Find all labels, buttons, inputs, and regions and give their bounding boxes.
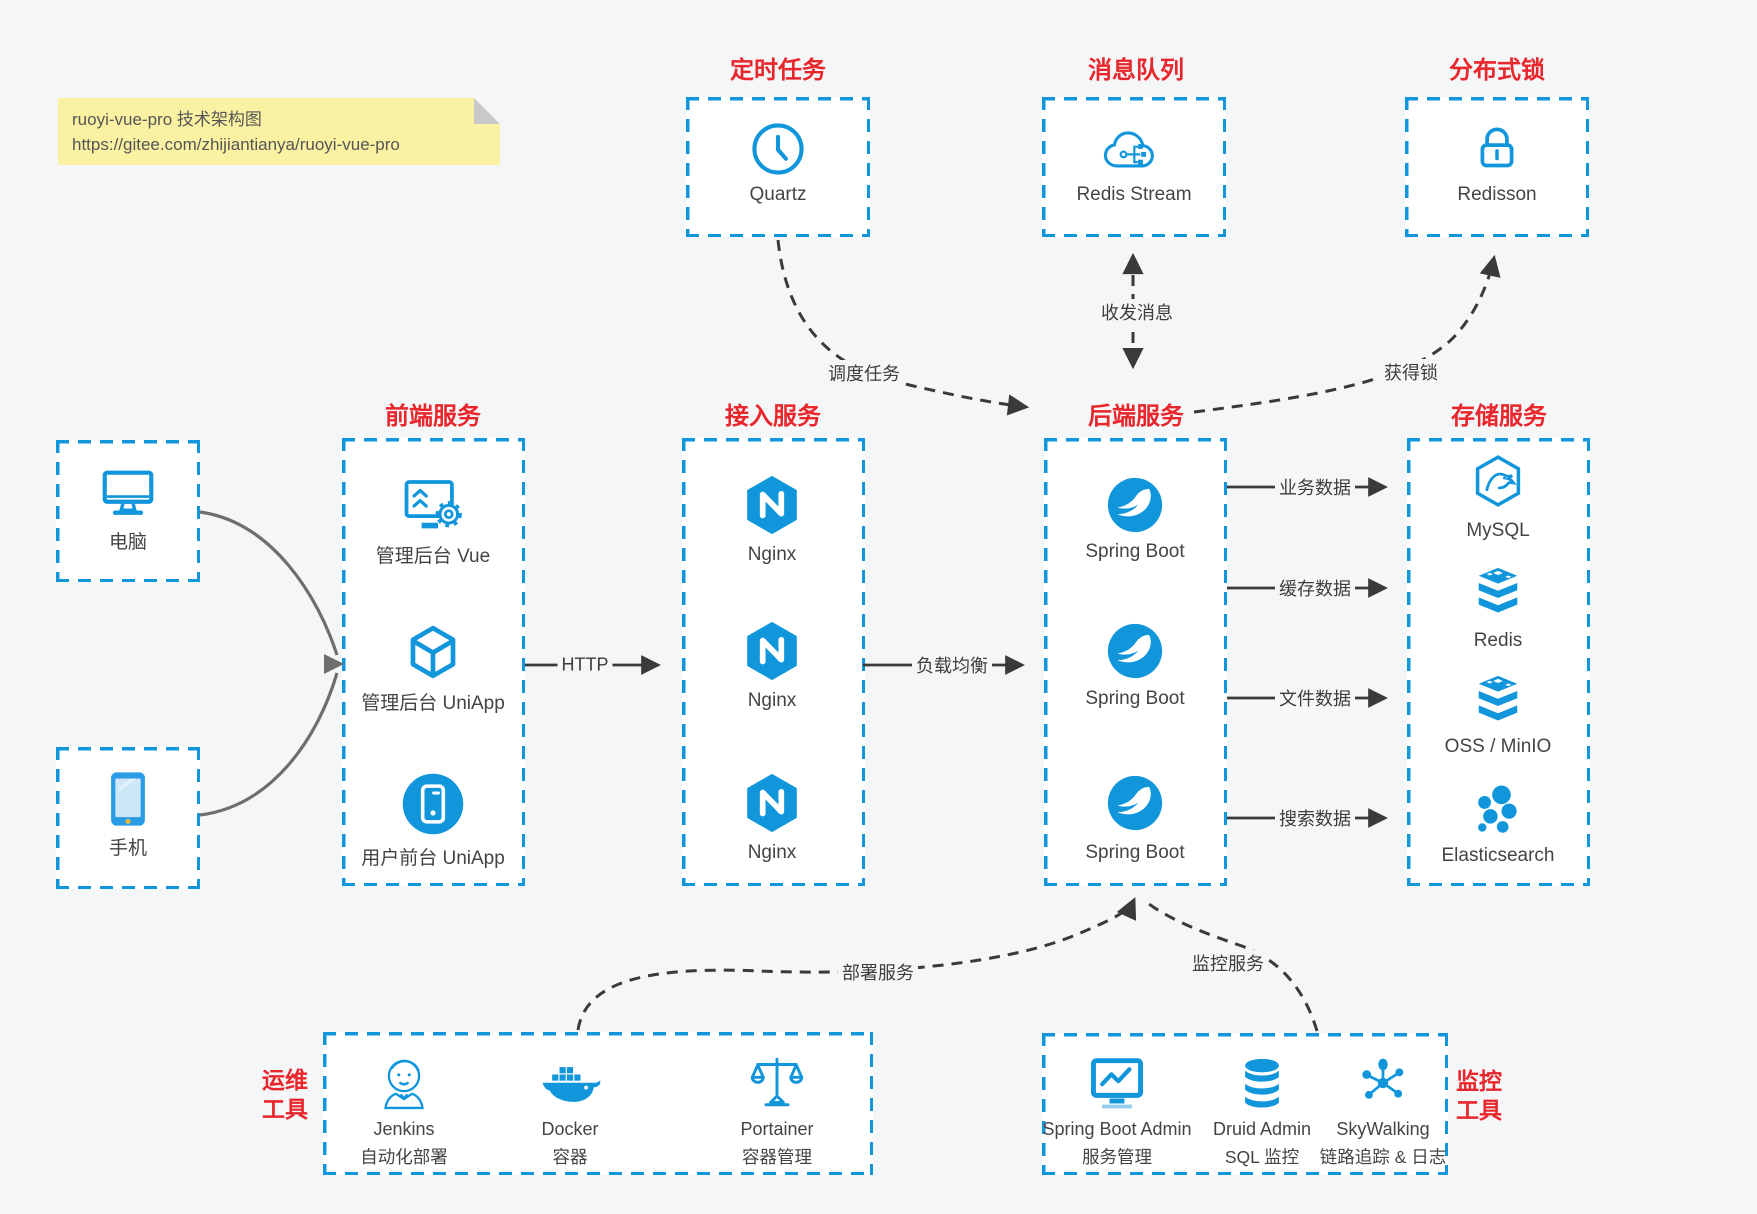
docker-label: Docker bbox=[541, 1119, 599, 1139]
spring-boot-admin-icon bbox=[1086, 1055, 1148, 1112]
mysql-label: MySQL bbox=[1466, 520, 1530, 541]
title-devops: 运维 工具 bbox=[262, 1066, 308, 1124]
edge-label-business-data: 业务数据 bbox=[1275, 474, 1355, 500]
docker-whale-icon bbox=[539, 1059, 601, 1109]
edge-clients-arrowhead bbox=[324, 654, 344, 674]
jenkins-desc: 自动化部署 bbox=[360, 1147, 448, 1167]
nginx-label: Nginx bbox=[747, 842, 797, 863]
skywalking-graph-icon bbox=[1356, 1056, 1410, 1110]
quartz-clock-icon bbox=[749, 120, 807, 178]
druid-database-icon bbox=[1237, 1056, 1287, 1110]
nginx-label: Nginx bbox=[747, 544, 797, 565]
uniapp-cube-icon bbox=[402, 621, 464, 683]
portainer-scales-icon bbox=[749, 1054, 805, 1110]
title-gateway: 接入服务 bbox=[725, 403, 821, 430]
spring-boot-icon bbox=[1104, 474, 1166, 536]
pc-client-box bbox=[56, 440, 200, 582]
sticky-note: ruoyi-vue-pro 技术架构图 https://gitee.com/zh… bbox=[58, 98, 500, 165]
title-devops-line1: 运维 bbox=[262, 1067, 308, 1093]
title-devops-line2: 工具 bbox=[262, 1096, 308, 1122]
scheduled-job-box bbox=[686, 97, 870, 237]
redisson-label: Redisson bbox=[1457, 184, 1537, 205]
skywalking-label: SkyWalking bbox=[1336, 1119, 1430, 1139]
edge-label-monitor-service: 监控服务 bbox=[1188, 950, 1268, 976]
title-scheduled-job: 定时任务 bbox=[730, 57, 826, 84]
edge-label-cache-data: 缓存数据 bbox=[1275, 575, 1355, 601]
title-distributed-lock: 分布式锁 bbox=[1449, 57, 1545, 84]
desktop-computer-icon bbox=[97, 466, 159, 523]
spring-boot-admin-label: Spring Boot Admin bbox=[1042, 1119, 1192, 1139]
edge-monitor-service bbox=[1142, 897, 1319, 1032]
note-title: ruoyi-vue-pro 技术架构图 bbox=[72, 110, 262, 129]
oss-minio-icon bbox=[1469, 674, 1527, 727]
quartz-label: Quartz bbox=[749, 184, 807, 205]
spring-boot-label: Spring Boot bbox=[1085, 688, 1185, 709]
storage-box bbox=[1407, 438, 1590, 886]
spring-boot-icon bbox=[1104, 772, 1166, 834]
elasticsearch-icon bbox=[1470, 783, 1526, 837]
spring-boot-icon bbox=[1104, 620, 1166, 682]
admin-uniapp-label: 管理后台 UniApp bbox=[361, 693, 505, 714]
title-message-queue: 消息队列 bbox=[1088, 57, 1184, 84]
edge-label-search-data: 搜索数据 bbox=[1275, 805, 1355, 831]
title-monitoring: 监控 工具 bbox=[1456, 1067, 1502, 1125]
edge-label-load-balance: 负载均衡 bbox=[912, 652, 992, 678]
elasticsearch-label: Elasticsearch bbox=[1441, 845, 1555, 866]
edge-phone-to-frontend bbox=[199, 672, 339, 817]
mobile-phone-icon bbox=[106, 770, 150, 828]
edge-acquire-lock bbox=[1193, 254, 1501, 414]
edge-label-acquire-lock: 获得锁 bbox=[1380, 359, 1442, 385]
message-queue-box bbox=[1042, 97, 1226, 237]
mobile-client-box bbox=[56, 747, 200, 889]
note-fold-corner-icon bbox=[474, 98, 500, 124]
edge-schedule-task bbox=[776, 239, 1030, 416]
oss-minio-label: OSS / MinIO bbox=[1444, 736, 1552, 757]
redisson-lock-icon bbox=[1469, 120, 1525, 176]
redis-icon bbox=[1469, 566, 1527, 619]
edge-label-http: HTTP bbox=[557, 654, 613, 676]
title-frontend: 前端服务 bbox=[385, 403, 481, 430]
portainer-desc: 容器管理 bbox=[742, 1147, 812, 1167]
nginx-label: Nginx bbox=[747, 690, 797, 711]
druid-admin-label: Druid Admin bbox=[1212, 1119, 1312, 1139]
edge-label-schedule-task: 调度任务 bbox=[824, 360, 904, 386]
edge-label-send-receive-message: 收发消息 bbox=[1097, 299, 1177, 325]
spring-boot-label: Spring Boot bbox=[1085, 842, 1185, 863]
nginx-icon bbox=[743, 474, 801, 536]
jenkins-label: Jenkins bbox=[373, 1119, 435, 1139]
druid-admin-desc: SQL 监控 bbox=[1224, 1147, 1300, 1167]
docker-desc: 容器 bbox=[552, 1147, 588, 1167]
mysql-icon bbox=[1470, 453, 1526, 509]
nginx-icon bbox=[743, 772, 801, 834]
edge-label-deploy-service: 部署服务 bbox=[838, 959, 918, 985]
pc-label: 电脑 bbox=[108, 532, 148, 553]
user-uniapp-phone-icon bbox=[400, 771, 466, 837]
title-monitoring-line2: 工具 bbox=[1456, 1097, 1502, 1123]
nginx-icon bbox=[743, 620, 801, 682]
redis-stream-label: Redis Stream bbox=[1076, 184, 1192, 205]
skywalking-desc: 链路追踪 & 日志 bbox=[1319, 1147, 1447, 1167]
title-storage: 存储服务 bbox=[1451, 403, 1547, 430]
spring-boot-label: Spring Boot bbox=[1085, 541, 1185, 562]
title-monitoring-line1: 监控 bbox=[1456, 1068, 1502, 1094]
admin-vue-icon bbox=[400, 477, 466, 535]
title-backend: 后端服务 bbox=[1088, 403, 1184, 430]
jenkins-icon bbox=[376, 1054, 432, 1112]
portainer-label: Portainer bbox=[740, 1119, 814, 1139]
spring-boot-admin-desc: 服务管理 bbox=[1082, 1147, 1152, 1167]
user-uniapp-label: 用户前台 UniApp bbox=[361, 848, 505, 869]
admin-vue-label: 管理后台 Vue bbox=[375, 546, 491, 567]
edge-pc-to-frontend bbox=[199, 510, 339, 656]
redis-label: Redis bbox=[1473, 630, 1523, 651]
note-url: https://gitee.com/zhijiantianya/ruoyi-vu… bbox=[72, 135, 400, 154]
redis-stream-cloud-icon bbox=[1101, 124, 1167, 177]
monitoring-box bbox=[1042, 1033, 1448, 1175]
phone-label: 手机 bbox=[108, 838, 148, 859]
edge-label-file-data: 文件数据 bbox=[1275, 685, 1355, 711]
